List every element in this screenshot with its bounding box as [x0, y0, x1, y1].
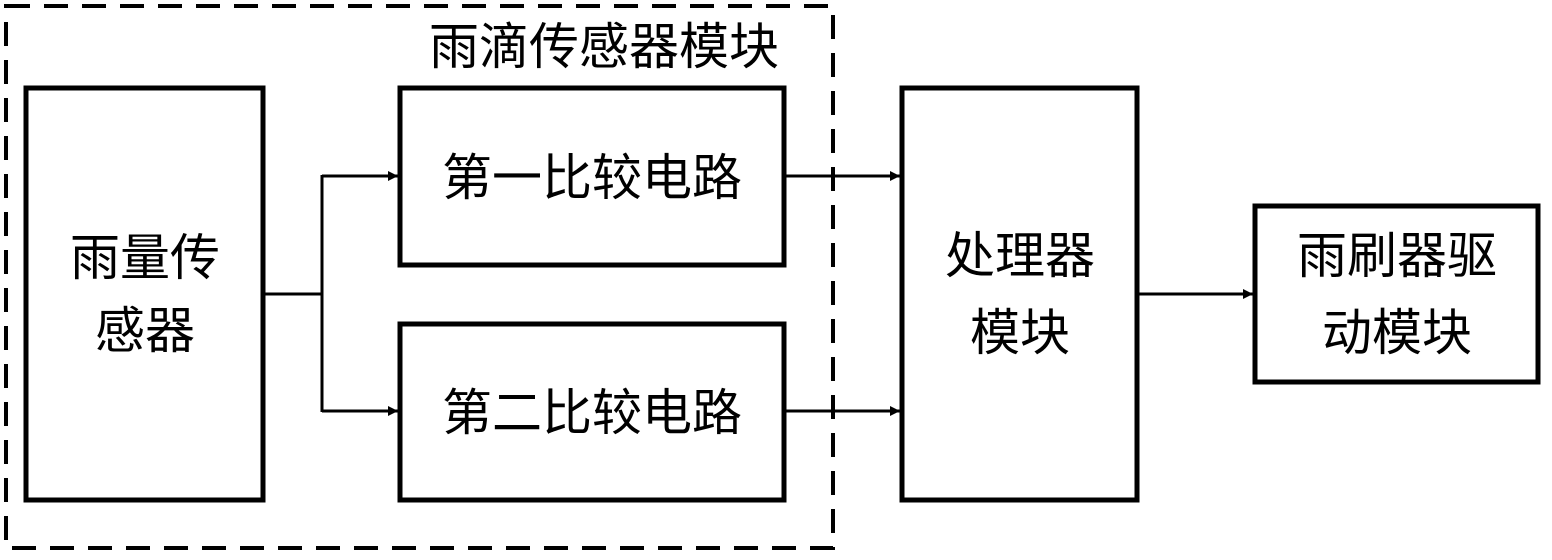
rain-sensor-label-line-2: 感器 — [95, 302, 195, 360]
wiper-driver-label-line-1: 雨刷器驱 — [1297, 227, 1497, 285]
comparator-1-label: 第一比较电路 — [442, 149, 742, 207]
comparator-1-block: 第一比较电路 — [397, 85, 787, 268]
wiper-driver-label-line-2: 动模块 — [1322, 304, 1472, 362]
processor-label-line-2: 模块 — [970, 304, 1070, 362]
rain-sensor-block: 雨量传 感器 — [23, 85, 266, 503]
comparator-2-label: 第二比较电路 — [442, 384, 742, 442]
processor-label-line-1: 处理器 — [945, 227, 1095, 285]
comparator-2-block: 第二比较电路 — [397, 321, 787, 503]
raindrop-sensor-module-label: 雨滴传感器模块 — [429, 18, 779, 76]
rain-sensor-label-line-1: 雨量传 — [70, 229, 220, 287]
processor-block: 处理器 模块 — [899, 85, 1140, 503]
wiper-driver-block: 雨刷器驱 动模块 — [1252, 203, 1541, 385]
